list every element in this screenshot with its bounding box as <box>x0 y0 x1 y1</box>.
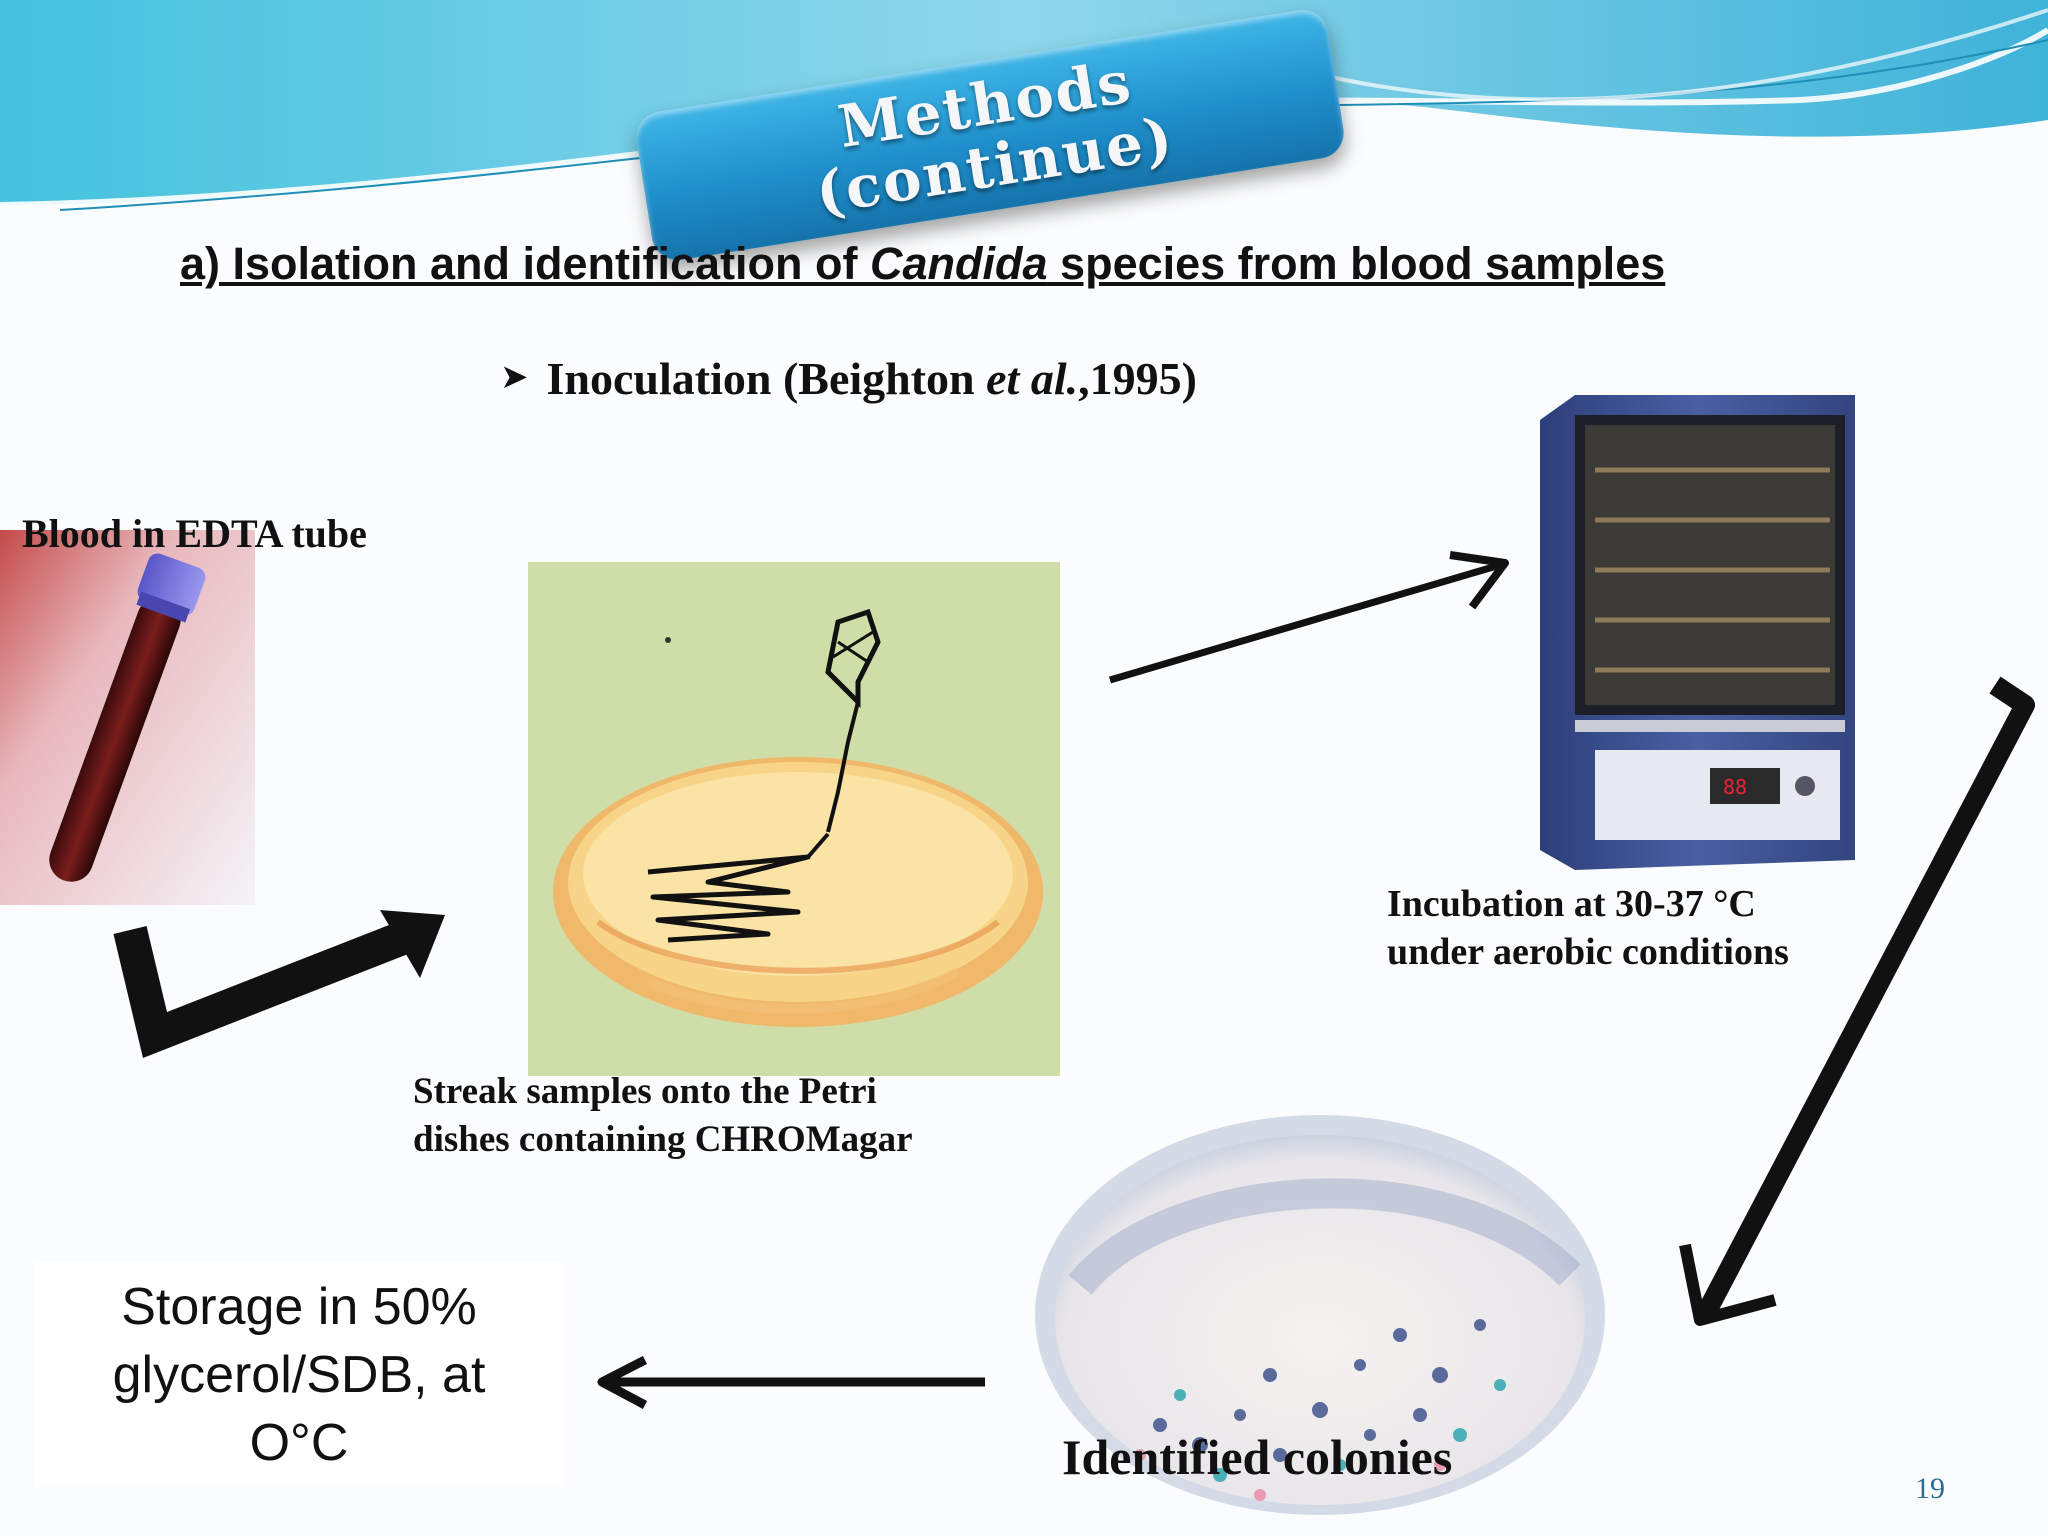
svg-text:88: 88 <box>1723 775 1747 799</box>
page-number: 19 <box>1915 1472 1945 1505</box>
arrow-petri-to-incubator <box>1109 551 1509 684</box>
streak-label-line-2: dishes containing CHROMagar <box>413 1119 913 1160</box>
incubation-step-label: Incubation at 30-37 °C under aerobic con… <box>1387 880 1789 976</box>
colonies-step-label: Identified colonies <box>1062 1429 1453 1485</box>
bullet-inoculation: ➤ Inoculation (Beighton et al.,1995) <box>500 352 1197 405</box>
incubator-image: 88 <box>1540 395 1855 870</box>
incubation-label-line-1: Incubation at 30-37 °C <box>1387 883 1756 925</box>
subtitle-prefix: a) Isolation and identification of <box>180 238 871 289</box>
incubation-label-line-2: under aerobic conditions <box>1387 931 1789 973</box>
bent-arrow-incubator-to-colonies <box>1679 676 2035 1326</box>
slide-subtitle: a) Isolation and identification of Candi… <box>180 238 1870 290</box>
subtitle-suffix: species from blood samples <box>1047 238 1666 289</box>
bullet-text-prefix: Inoculation (Beighton <box>546 353 987 404</box>
bullet-text-suffix: ,1995) <box>1078 353 1197 404</box>
blood-tube-label: Blood in EDTA tube <box>22 511 367 556</box>
streak-label-line-1: Streak samples onto the Petri <box>413 1071 877 1112</box>
blood-tube-image <box>0 530 255 905</box>
bullet-text-italic: et al. <box>986 353 1079 404</box>
streak-step-label: Streak samples onto the Petri dishes con… <box>413 1068 913 1164</box>
bullet-arrow-icon: ➤ <box>500 357 529 397</box>
storage-line-2: glycerol/SDB, at <box>112 1345 486 1404</box>
bent-arrow-tube-to-petri <box>113 910 445 1058</box>
arrow-colonies-to-storage <box>597 1355 985 1409</box>
petri-streak-image <box>528 562 1060 1076</box>
subtitle-italic: Candida <box>870 238 1048 289</box>
storage-step-box: Storage in 50% glycerol/SDB, at O°C <box>34 1262 564 1487</box>
colonies-plate-image <box>1035 1115 1605 1515</box>
storage-line-1: Storage in 50% <box>121 1277 477 1336</box>
storage-line-3: O°C <box>249 1413 349 1472</box>
